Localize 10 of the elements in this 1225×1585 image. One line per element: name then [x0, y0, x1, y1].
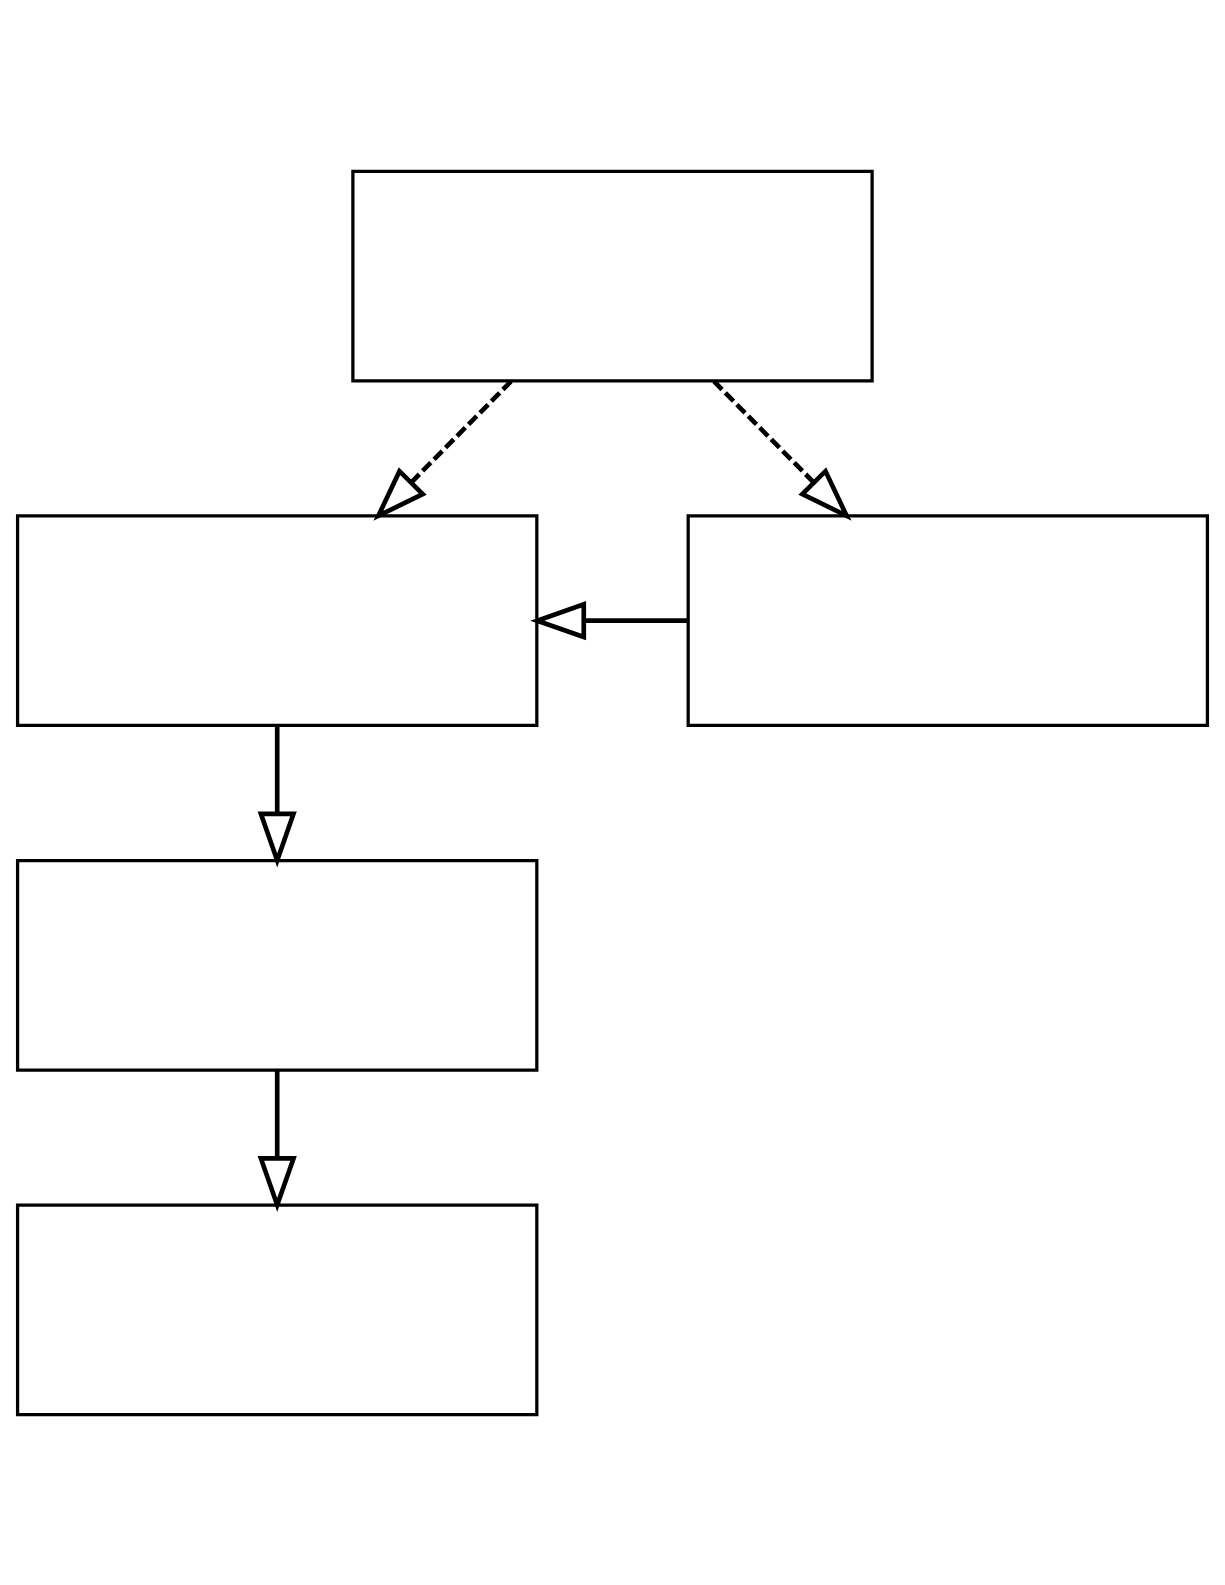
node-box: [686, 513, 1210, 727]
arrow: [257, 725, 297, 867]
arrow: [373, 379, 513, 521]
node-box: [15, 858, 539, 1072]
node-box: [15, 1203, 539, 1416]
arrow: [712, 379, 852, 521]
node-box: [351, 169, 874, 382]
arrow: [257, 1070, 297, 1212]
node-box: [15, 513, 539, 727]
arrow: [530, 600, 688, 640]
